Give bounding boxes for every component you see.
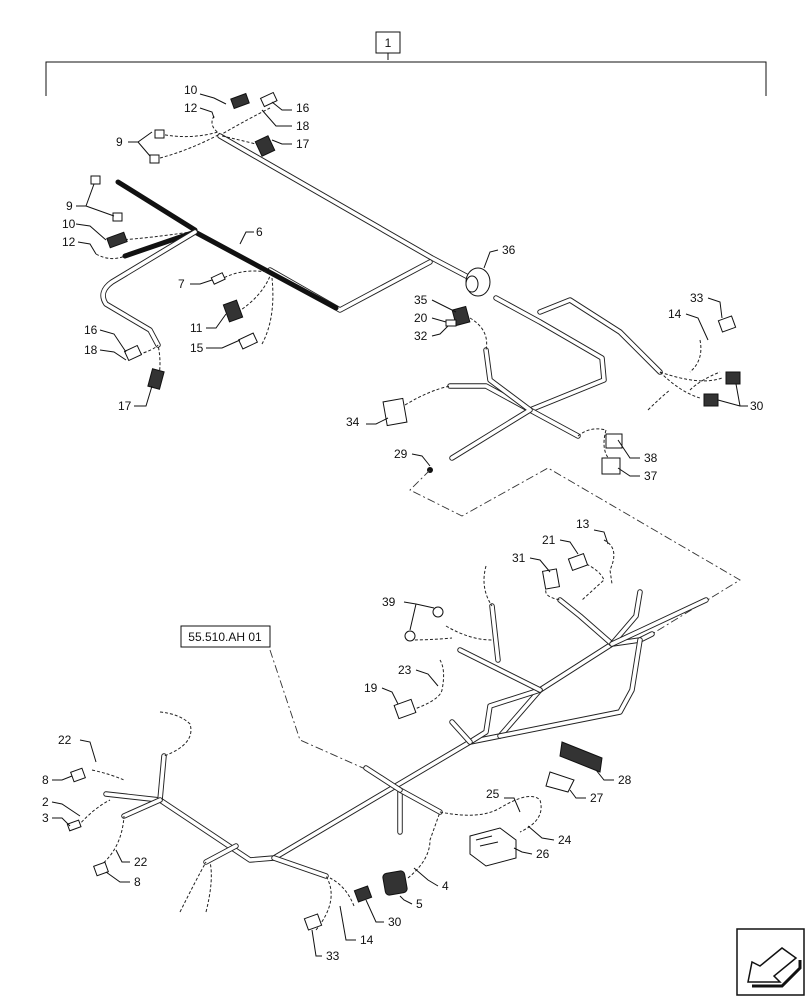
callout-30: 30 — [750, 399, 764, 413]
callout-14: 14 — [668, 307, 682, 321]
callout-18: 18 — [84, 343, 98, 357]
connector-10-icon — [106, 231, 128, 249]
relay-plate-28-icon — [559, 741, 603, 773]
connector-16-icon — [123, 344, 143, 362]
connector-30-icon — [703, 371, 741, 407]
callout-12: 12 — [184, 101, 198, 115]
callout-2: 2 — [42, 795, 49, 809]
connector-33-icon — [303, 913, 323, 931]
connector-20-icon — [445, 319, 457, 327]
connector-15-icon — [237, 332, 259, 350]
callout-33: 33 — [326, 949, 340, 963]
connector-9-icon — [90, 175, 123, 222]
assembly-label: 1 — [385, 36, 392, 50]
callout-35: 35 — [414, 293, 428, 307]
callout-8: 8 — [134, 875, 141, 889]
upper-harness — [90, 91, 473, 390]
callout-16: 16 — [84, 323, 98, 337]
callout-22: 22 — [58, 733, 72, 747]
callout-3: 3 — [42, 811, 49, 825]
connector-33-icon — [717, 315, 737, 333]
callout-9: 9 — [66, 199, 73, 213]
callout-27: 27 — [590, 791, 604, 805]
callout-6: 6 — [256, 225, 263, 239]
connector-30-icon — [353, 885, 373, 903]
callout-13: 13 — [576, 517, 590, 531]
connector-5-icon — [382, 870, 408, 896]
callout-30: 30 — [388, 915, 402, 929]
connector-2-icon — [66, 819, 82, 832]
connector-11-icon — [222, 299, 244, 323]
callout-38: 38 — [644, 451, 658, 465]
callout-29: 29 — [394, 447, 408, 461]
connector-19-icon — [393, 698, 417, 720]
callout-33: 33 — [690, 291, 704, 305]
connector-7-icon — [210, 272, 226, 285]
connector-21-icon — [567, 552, 589, 572]
callout-4: 4 — [442, 879, 449, 893]
callout-10: 10 — [184, 83, 198, 97]
callout-25: 25 — [486, 787, 500, 801]
callout-15: 15 — [190, 341, 204, 355]
connector-22-icon — [70, 767, 86, 783]
reference-label[interactable]: 55.510.AH 01 — [188, 630, 262, 644]
callout-19: 19 — [364, 681, 378, 695]
callout-5: 5 — [416, 897, 423, 911]
callout-17: 17 — [296, 137, 310, 151]
callout-18: 18 — [296, 119, 310, 133]
callout-20: 20 — [414, 311, 428, 325]
clip-27-icon — [545, 771, 575, 793]
connector-31-icon — [541, 568, 561, 590]
connector-10-icon — [230, 92, 250, 110]
callout-22: 22 — [134, 855, 148, 869]
callout-16: 16 — [296, 101, 310, 115]
callout-26: 26 — [536, 847, 550, 861]
connector-34-icon — [382, 397, 408, 427]
callout-28: 28 — [618, 773, 632, 787]
callout-7: 7 — [178, 277, 185, 291]
connector-17-icon — [147, 368, 165, 390]
callout-17: 17 — [118, 399, 132, 413]
connector-35-icon — [451, 305, 471, 327]
callout-9: 9 — [116, 135, 123, 149]
reference-box[interactable]: 55.510.AH 01 — [180, 625, 271, 648]
callout-24: 24 — [558, 833, 572, 847]
connection-lines — [269, 467, 741, 773]
connector-17-icon — [254, 135, 276, 157]
middle-harness — [382, 267, 741, 475]
connector-9-icon — [149, 129, 165, 164]
callout-34: 34 — [346, 415, 360, 429]
terminal-38-icon — [605, 433, 623, 449]
return-arrow-icon[interactable] — [736, 928, 805, 996]
callout-10: 10 — [62, 217, 76, 231]
connector-16-icon — [259, 91, 278, 108]
lower-harness — [66, 539, 709, 931]
ring-terminal-39-icon — [404, 606, 444, 642]
grommet-36-icon — [465, 267, 491, 297]
callout-labels: 10 12 16 18 17 9 9 10 12 6 7 11 15 16 18… — [42, 83, 764, 963]
callout-14: 14 — [360, 933, 374, 947]
leader-lines — [51, 93, 748, 957]
connector-22-icon — [93, 861, 109, 877]
callout-37: 37 — [644, 469, 658, 483]
callout-36: 36 — [502, 243, 516, 257]
callout-12: 12 — [62, 235, 76, 249]
assembly-bracket: 1 — [45, 31, 767, 96]
connector-26-icon — [469, 827, 517, 867]
callout-32: 32 — [414, 329, 428, 343]
callout-39: 39 — [382, 595, 396, 609]
callout-8: 8 — [42, 773, 49, 787]
callout-23: 23 — [398, 663, 412, 677]
callout-31: 31 — [512, 551, 526, 565]
terminal-37-icon — [601, 457, 621, 475]
callout-11: 11 — [190, 321, 203, 335]
callout-21: 21 — [542, 533, 556, 547]
